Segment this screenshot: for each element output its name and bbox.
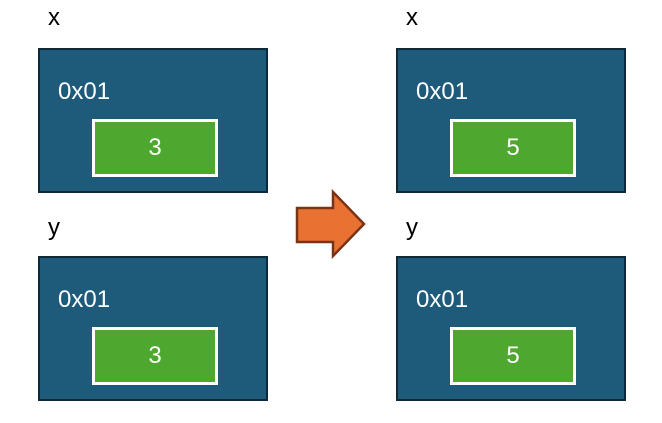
value-box: 3	[92, 119, 218, 177]
value-box: 5	[450, 327, 576, 385]
memory-box-y-after: 0x01 5	[396, 256, 626, 401]
value-text: 5	[506, 134, 520, 161]
address-text: 0x01	[416, 78, 469, 105]
address-text: 0x01	[58, 286, 111, 313]
value-box: 5	[450, 119, 576, 177]
variable-label-y-before: y	[48, 214, 60, 241]
variable-label-x-before: x	[48, 4, 60, 31]
memory-box-x-before: 0x01 3	[38, 48, 268, 193]
value-text: 3	[148, 134, 162, 161]
address-text: 0x01	[416, 286, 469, 313]
address-text: 0x01	[58, 78, 111, 105]
value-text: 3	[148, 342, 162, 369]
memory-box-y-before: 0x01 3	[38, 256, 268, 401]
value-text: 5	[506, 342, 520, 369]
variable-label-x-after: x	[406, 4, 418, 31]
value-box: 3	[92, 327, 218, 385]
variable-label-y-after: y	[406, 214, 418, 241]
right-block-arrow-icon	[295, 189, 366, 259]
memory-box-x-after: 0x01 5	[396, 48, 626, 193]
